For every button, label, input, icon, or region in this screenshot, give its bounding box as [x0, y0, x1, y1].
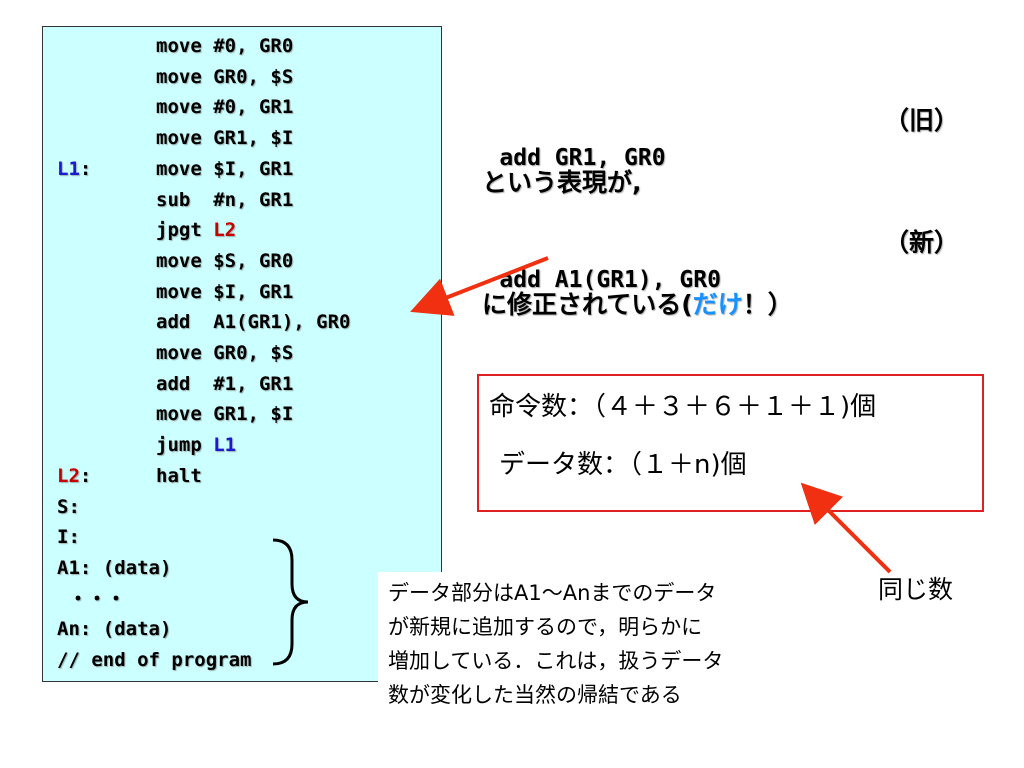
code-data-label: ・・・ — [57, 587, 126, 610]
expression-connector-text: という表現が, — [482, 168, 642, 197]
code-instruction: move $I, GR1 — [156, 280, 294, 303]
code-instruction: sub #n, GR1 — [156, 188, 294, 211]
code-instruction: move $S, GR0 — [156, 249, 294, 272]
code-jump-target: L1 — [213, 434, 237, 457]
code-instruction: move #0, GR0 — [156, 35, 294, 57]
code-listing-box: move #0, GR0 move GR0, $S move #0, GR1 move… — [42, 26, 442, 682]
old-expression-line: add GR1, GR0 — [482, 106, 666, 175]
code-instruction: halt — [156, 464, 202, 487]
arrow-to-modified-line — [410, 256, 549, 316]
data-count: データ数：（１＋n)個 — [499, 450, 747, 480]
count-summary-box: 命令数：（４＋３＋６＋１＋１)個 データ数：（１＋n)個 — [477, 374, 984, 512]
summary-emphasis: だけ — [692, 290, 743, 319]
old-tag: （旧） — [884, 106, 960, 135]
arrow-to-data-count — [800, 482, 892, 574]
code-label: L1: — [57, 156, 91, 182]
code-instruction: move $I, GR1 — [156, 157, 294, 180]
code-label-name: L2 — [57, 464, 80, 487]
code-instruction: add #1, GR1 — [156, 372, 294, 395]
instruction-count: 命令数：（４＋３＋６＋１＋１)個 — [489, 392, 877, 422]
code-data-label: I: — [57, 526, 80, 549]
same-count-label: 同じ数 — [878, 575, 954, 604]
code-data-label: // end of program — [57, 649, 252, 671]
code-label: L2: — [57, 463, 91, 489]
code-label-colon: : — [79, 464, 92, 487]
note-line-2: が新規に追加するので，明らかに — [388, 615, 703, 639]
code-label-name: L1 — [57, 157, 80, 180]
code-data-label: An: (data) — [57, 618, 172, 641]
code-instruction: move GR1, $I — [156, 403, 294, 426]
code-instruction: move GR0, $S — [156, 342, 294, 364]
data-section-brace — [272, 538, 309, 666]
code-data-label: A1: (data) — [57, 556, 172, 579]
note-line-3: 増加している．これは，扱うデータ — [388, 649, 724, 673]
new-tag: （新） — [884, 228, 960, 257]
code-data-label: S: — [57, 495, 80, 518]
code-opcode: jump — [156, 434, 214, 457]
code-instruction: jump L1 — [156, 432, 236, 458]
code-instruction: add A1(GR1), GR0 — [156, 311, 351, 334]
summary-suffix: ！） — [742, 290, 793, 319]
data-section-note: データ部分はA1～Anまでのデータ が新規に追加するので，明らかに 増加している… — [378, 572, 808, 718]
new-code: add A1(GR1), GR0 — [499, 267, 721, 293]
code-jump-target: L2 — [213, 219, 237, 242]
old-code: add GR1, GR0 — [499, 145, 666, 171]
modification-summary: に修正されている(だけ！） — [482, 288, 793, 322]
new-expression-line: add A1(GR1), GR0 — [482, 228, 721, 297]
code-instruction: jpgt L2 — [156, 217, 236, 243]
note-line-4: 数が変化した当然の帰結である — [388, 683, 682, 707]
code-label-colon: : — [79, 157, 92, 180]
code-instruction: move GR0, $S — [156, 65, 294, 88]
code-instruction: move #0, GR1 — [156, 96, 294, 119]
code-instruction: move GR1, $I — [156, 127, 294, 150]
note-line-1: データ部分はA1～Anまでのデータ — [388, 581, 717, 605]
code-opcode: jpgt — [156, 219, 214, 242]
summary-prefix: に修正されている( — [482, 290, 693, 319]
